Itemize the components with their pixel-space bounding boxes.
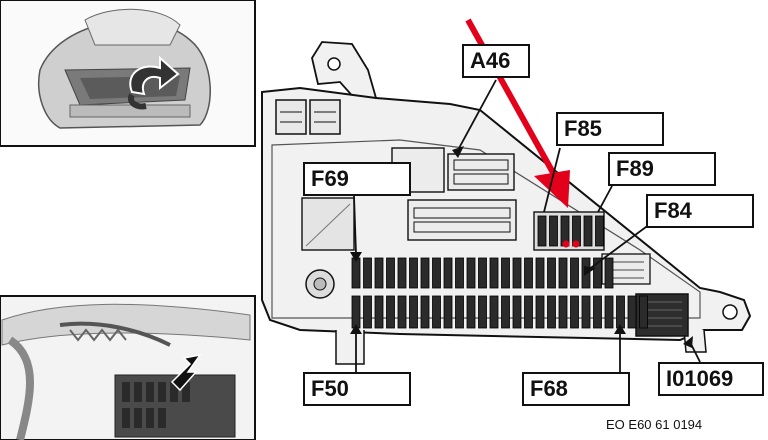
- fuse: [583, 215, 593, 247]
- fuse: [558, 257, 568, 289]
- fuse: [570, 257, 579, 289]
- label-f84: F84: [646, 194, 754, 228]
- fuse: [604, 257, 614, 289]
- fuse: [489, 257, 499, 289]
- fuse: [604, 295, 614, 329]
- label-i01069: I01069: [658, 362, 764, 396]
- fuse: [501, 295, 510, 329]
- fuse: [616, 295, 625, 329]
- fuse: [512, 257, 522, 289]
- fuse: [351, 295, 361, 329]
- label-a46: A46: [462, 44, 530, 78]
- fuse-group-f85-f89: [537, 215, 604, 247]
- fuse: [535, 295, 545, 329]
- fuse: [363, 257, 372, 289]
- fuse: [593, 257, 602, 289]
- fuse: [537, 215, 547, 247]
- fuse: [432, 295, 441, 329]
- fuse: [593, 295, 602, 329]
- inset-location-view: [0, 295, 256, 440]
- leader-arrowheads: [350, 146, 693, 348]
- fuse-row-bottom: [351, 295, 648, 329]
- rotate-arrow-icon: [129, 55, 180, 96]
- fuse: [432, 257, 441, 289]
- fuse: [397, 295, 407, 329]
- fuse: [409, 257, 418, 289]
- fuse: [374, 257, 384, 289]
- fuse: [627, 295, 637, 329]
- fuse: [455, 295, 464, 329]
- fuse: [501, 257, 510, 289]
- fuse: [570, 295, 579, 329]
- label-f68: F68: [522, 372, 630, 406]
- fuse: [351, 257, 361, 289]
- fuse-row-top: [351, 257, 614, 289]
- label-f89: F89: [608, 152, 716, 186]
- fuse: [581, 295, 591, 329]
- highlighted-fuse-dot: [572, 240, 580, 248]
- fuse: [524, 257, 533, 289]
- fuse: [478, 295, 487, 329]
- fuse: [478, 257, 487, 289]
- fuse: [420, 295, 430, 329]
- figure-code: EO E60 61 0194: [606, 417, 703, 432]
- fuse: [558, 295, 568, 329]
- fuse: [535, 257, 545, 289]
- fuse: [443, 295, 453, 329]
- fuse: [466, 257, 476, 289]
- fuse: [420, 257, 430, 289]
- fuse: [547, 295, 556, 329]
- label-f85: F85: [556, 112, 664, 146]
- fuse: [363, 295, 372, 329]
- fuse: [489, 295, 499, 329]
- fuse: [639, 295, 648, 329]
- fuse: [386, 295, 395, 329]
- highlighted-fuse-dot: [562, 240, 570, 248]
- leader-lines: [353, 79, 701, 372]
- location-arrow-icon: [170, 353, 202, 392]
- fuse: [595, 215, 604, 247]
- fuse: [455, 257, 464, 289]
- inset-trunk-view: [0, 0, 256, 147]
- fuse: [466, 295, 476, 329]
- fuse: [512, 295, 522, 329]
- fuse: [549, 215, 558, 247]
- fuse: [386, 257, 395, 289]
- fuse: [397, 257, 407, 289]
- fuse: [374, 295, 384, 329]
- fuse: [409, 295, 418, 329]
- label-f50: F50: [303, 372, 411, 406]
- fuse: [524, 295, 533, 329]
- label-f69: F69: [303, 162, 411, 196]
- fuse: [547, 257, 556, 289]
- fuse: [443, 257, 453, 289]
